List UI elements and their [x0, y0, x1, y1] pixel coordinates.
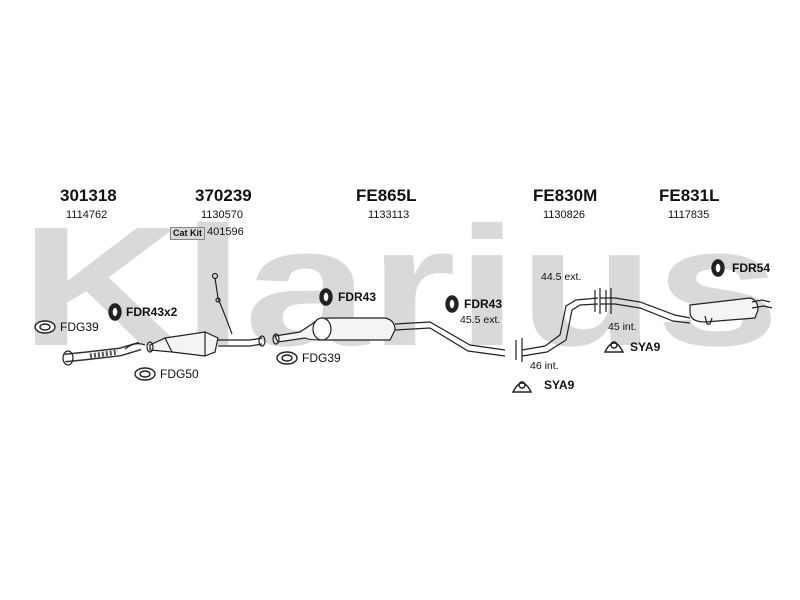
note-45-5-ext: 45.5 ext.	[460, 314, 501, 326]
oe-number-1117835: 1117835	[668, 209, 710, 221]
front-pipe-301318[interactable]	[62, 341, 146, 366]
cat-kit-badge: Cat Kit	[170, 227, 205, 240]
part-number-301318: 301318	[60, 186, 117, 205]
note-44-5-ext: 44.5 ext.	[541, 271, 582, 283]
fitting-label-fdg39-mid: FDG39	[302, 351, 341, 365]
fitting-label-fdr43x2: FDR43x2	[126, 305, 178, 319]
intermediate-pipe-fe830m[interactable]	[521, 288, 691, 357]
fitting-label-fdr54: FDR54	[732, 261, 771, 275]
oe-number-1130570: 1130570	[201, 209, 244, 221]
sya9-lower-icon	[511, 381, 533, 393]
catalytic-converter-370239[interactable]	[146, 272, 266, 357]
fdr43-right-icon	[445, 295, 459, 313]
fitting-label-fdr43-right: FDR43	[464, 297, 503, 311]
part-number-fe830m: FE830M	[533, 186, 598, 205]
fdg39-left-icon	[34, 320, 56, 334]
sya9-upper-icon	[603, 341, 625, 353]
fdg39-mid-icon	[276, 351, 298, 365]
fitting-label-fdg50: FDG50	[160, 367, 199, 381]
fitting-label-fdg39-left: FDG39	[60, 320, 99, 334]
fdr43x2-icon	[108, 303, 122, 321]
fdg50-icon	[134, 367, 156, 381]
watermark-text: Klarius	[20, 192, 780, 382]
fdr54-icon	[711, 259, 725, 277]
middle-silencer-fe865l[interactable]	[272, 317, 523, 362]
part-number-fe865l: FE865L	[356, 186, 417, 205]
part-number-370239: 370239	[195, 186, 252, 205]
oe-number-1133113: 1133113	[368, 209, 410, 221]
fdr43-mid-icon	[319, 288, 333, 306]
fitting-label-fdr43-mid: FDR43	[338, 290, 377, 304]
note-46-int: 46 int.	[530, 360, 559, 372]
fitting-label-sya9-lower: SYA9	[544, 378, 575, 392]
oe-number-1114762: 1114762	[66, 209, 108, 221]
oe-number-1130826: 1130826	[543, 209, 586, 221]
cat-kit-number: 401596	[207, 226, 244, 238]
part-number-fe831l: FE831L	[659, 186, 720, 205]
fitting-label-sya9-upper: SYA9	[630, 340, 661, 354]
note-45-int: 45 int.	[608, 321, 637, 333]
rear-silencer-fe831l[interactable]	[689, 297, 773, 325]
